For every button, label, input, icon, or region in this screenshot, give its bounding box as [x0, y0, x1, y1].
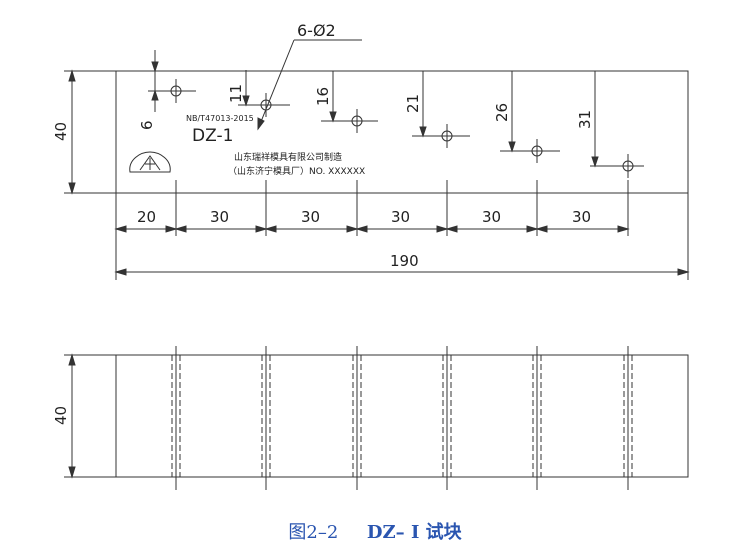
figure-title: DZ– I 试块 [366, 522, 462, 543]
depth-label-31: 31 [576, 110, 594, 129]
model-text: DZ-1 [192, 126, 233, 146]
maker-line-1: 山东瑞祥模具有限公司制造 [234, 151, 342, 163]
hole-3 [321, 109, 378, 133]
depth-label-6: 6 [138, 120, 156, 130]
height-label-side: 40 [52, 406, 70, 425]
maker-line-2: （山东济宁模具厂）NO. XXXXXX [228, 165, 365, 177]
top-view [64, 39, 690, 280]
spacing-label-3: 30 [301, 208, 320, 226]
depth-label-11: 11 [227, 84, 245, 103]
spacing-label-4: 30 [391, 208, 410, 226]
depth-label-16: 16 [314, 87, 332, 106]
hole-5 [500, 139, 560, 163]
test-block-outline [115, 70, 689, 194]
depth-label-26: 26 [493, 103, 511, 122]
spacing-label-2: 30 [210, 208, 229, 226]
maker-logo [129, 151, 171, 173]
hole-1 [148, 79, 196, 103]
side-view [64, 346, 689, 490]
standard-text: NB/T47013-2015 [186, 114, 254, 123]
side-block-outline [115, 354, 689, 478]
hole-6 [590, 154, 644, 178]
figure-caption: 图2–2 DZ– I 试块 [0, 518, 750, 544]
height-label-top: 40 [52, 122, 70, 141]
hole-count-label: 6-Ø2 [297, 21, 336, 40]
depth-label-21: 21 [404, 94, 422, 113]
total-length-label: 190 [390, 252, 419, 270]
figure-number: 图2–2 [288, 522, 339, 543]
spacing-label-1: 20 [137, 208, 156, 226]
technical-drawing: 6 11 16 21 26 31 6-Ø2 40 20 30 30 30 30 … [52, 21, 690, 490]
hole-4 [412, 124, 470, 148]
spacing-label-5: 30 [482, 208, 501, 226]
spacing-label-6: 30 [572, 208, 591, 226]
